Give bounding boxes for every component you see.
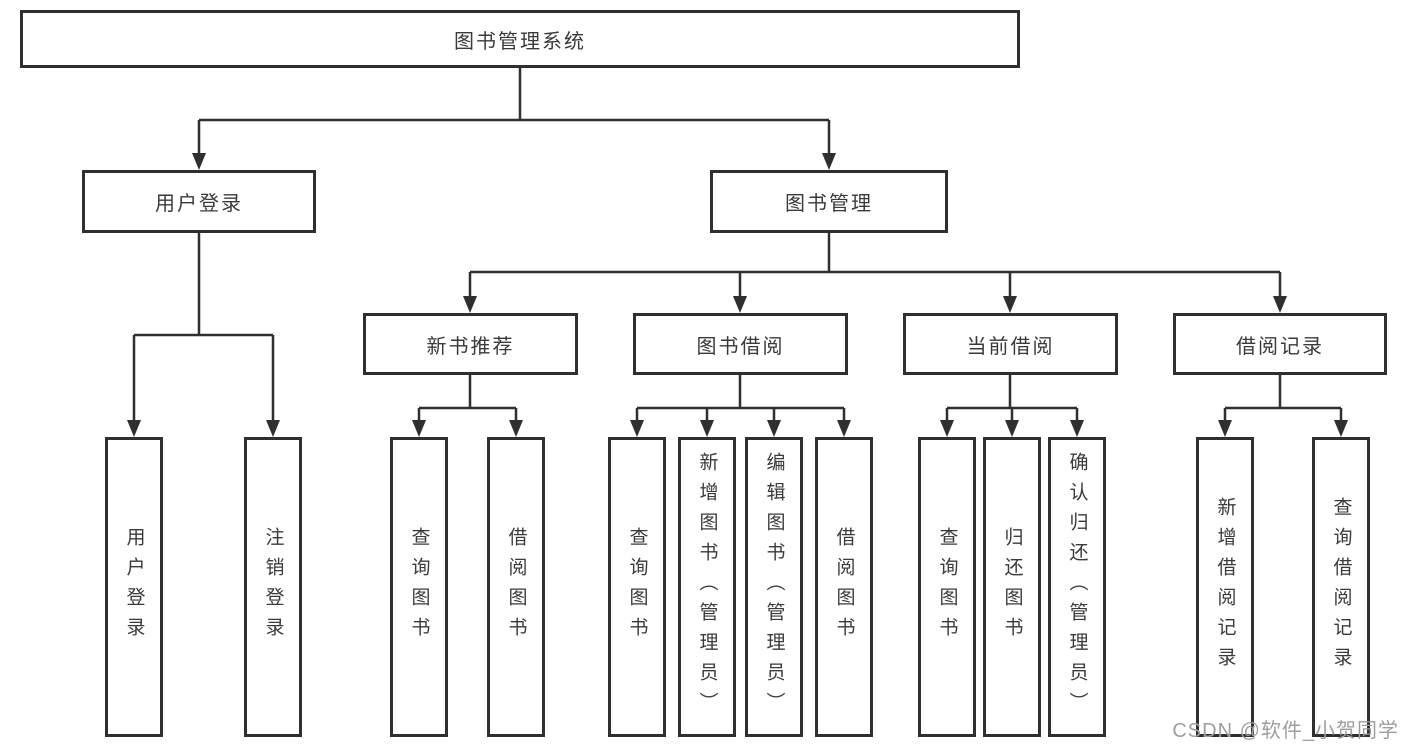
- node-book-management: 图书管理: [710, 170, 948, 233]
- arrowhead-icon: [1334, 420, 1348, 437]
- node-leaf-add-borrow-record: 新增借阅记录: [1196, 437, 1254, 737]
- arrowhead-icon: [1003, 296, 1017, 313]
- arrowhead-icon: [1005, 420, 1019, 437]
- arrowhead-icon: [1273, 296, 1287, 313]
- node-book-borrowing: 图书借阅: [633, 313, 848, 375]
- node-current-borrowing: 当前借阅: [903, 313, 1118, 375]
- arrowhead-icon: [127, 420, 141, 437]
- arrowhead-icon: [767, 420, 781, 437]
- node-leaf-return-books: 归还图书: [983, 437, 1041, 737]
- node-leaf-confirm-return-admin: 确认归还（管理员）: [1048, 437, 1106, 737]
- node-leaf-edit-books-admin: 编辑图书（管理员）: [745, 437, 803, 737]
- node-leaf-borrow-books: 借阅图书: [815, 437, 873, 737]
- node-leaf-logout: 注销登录: [244, 437, 302, 737]
- node-borrowing-records: 借阅记录: [1173, 313, 1387, 375]
- node-leaf-query-borrow-record: 查询借阅记录: [1312, 437, 1370, 737]
- node-user-login: 用户登录: [82, 170, 316, 233]
- arrowhead-icon: [700, 420, 714, 437]
- arrowhead-icon: [1218, 420, 1232, 437]
- node-library-management-system: 图书管理系统: [20, 10, 1020, 68]
- arrowhead-icon: [1070, 420, 1084, 437]
- node-leaf-add-books-admin: 新增图书（管理员）: [678, 437, 736, 737]
- node-leaf-user-login: 用户登录: [105, 437, 163, 737]
- arrowhead-icon: [822, 153, 836, 170]
- arrowhead-icon: [837, 420, 851, 437]
- node-new-book-recommendation: 新书推荐: [363, 313, 578, 375]
- arrowhead-icon: [733, 296, 747, 313]
- watermark-text: CSDN @软件_小贺同学: [1172, 720, 1399, 742]
- node-leaf-query-books-recommend: 查询图书: [390, 437, 448, 737]
- node-leaf-query-books-current: 查询图书: [918, 437, 976, 737]
- node-leaf-query-books-borrowing: 查询图书: [608, 437, 666, 737]
- node-leaf-borrow-books-recommend: 借阅图书: [487, 437, 545, 737]
- arrowhead-icon: [630, 420, 644, 437]
- arrowhead-icon: [266, 420, 280, 437]
- arrowhead-icon: [463, 296, 477, 313]
- arrowhead-icon: [509, 420, 523, 437]
- arrowhead-icon: [412, 420, 426, 437]
- arrowhead-icon: [192, 153, 206, 170]
- arrowhead-icon: [940, 420, 954, 437]
